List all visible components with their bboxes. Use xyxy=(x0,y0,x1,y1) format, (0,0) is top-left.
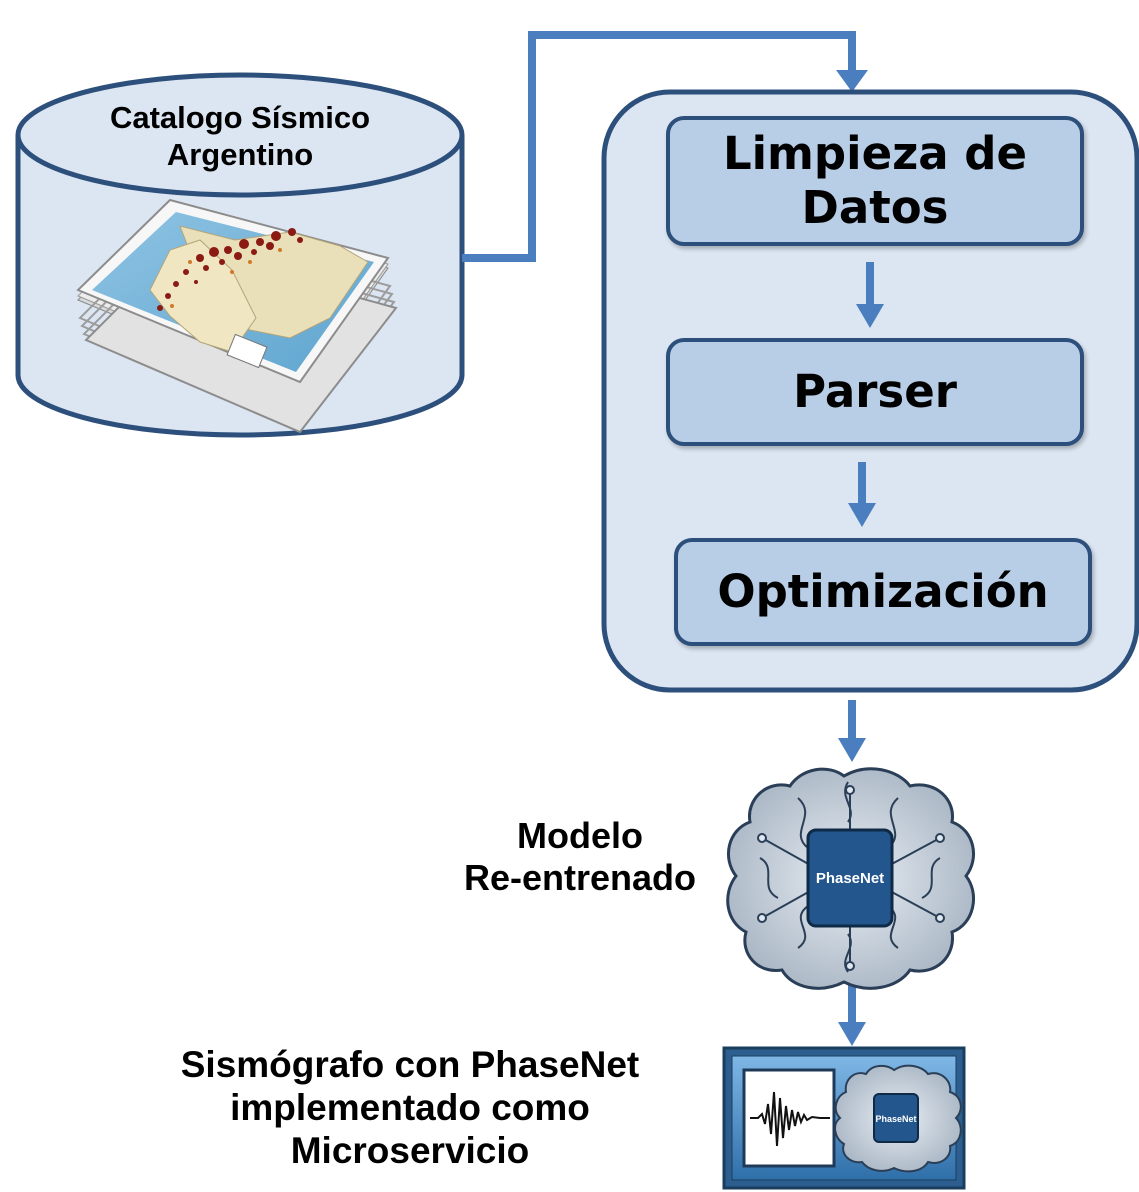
deployment-label: Sismógrafo con PhaseNet implementado com… xyxy=(110,1044,710,1173)
arrow-to-model xyxy=(838,700,866,762)
step-arrow-1 xyxy=(856,262,884,328)
connector-db-to-pipeline xyxy=(462,31,856,262)
step-2-label: Parser xyxy=(793,365,957,418)
waveform-icon xyxy=(750,1091,830,1147)
model-label: Modelo Re-entrenado xyxy=(420,815,740,900)
step-optimizacion: Optimización xyxy=(674,538,1092,646)
step-limpieza-de-datos: Limpieza de Datos xyxy=(666,116,1084,246)
database-label: Catalogo Sísmico Argentino xyxy=(40,100,440,173)
step-1-line2: Datos xyxy=(801,181,949,234)
arrow-to-deployment xyxy=(838,985,866,1046)
arrowhead-into-pipeline xyxy=(836,70,868,92)
database-label-line1: Catalogo Sísmico xyxy=(109,100,371,135)
model-chip-label: PhaseNet xyxy=(816,870,884,887)
seismic-map-stack-icon xyxy=(76,198,398,434)
step-arrow-2 xyxy=(848,462,876,527)
model-label-line2: Re-entrenado xyxy=(463,857,697,899)
deployment-label-line2: implementado como xyxy=(230,1086,590,1128)
step-parser: Parser xyxy=(666,338,1084,446)
seismograph-monitor-icon: PhaseNet xyxy=(722,1046,966,1190)
model-label-line1: Modelo xyxy=(517,815,643,856)
step-3-label: Optimización xyxy=(717,565,1049,618)
phasenet-brain-icon: PhaseNet xyxy=(726,767,975,990)
database-label-line2: Argentino xyxy=(166,136,314,172)
deployment-label-line1: Sismógrafo con PhaseNet xyxy=(180,1044,640,1085)
deployment-chip-label: PhaseNet xyxy=(875,1114,916,1124)
deployment-label-line3: Microservicio xyxy=(290,1129,530,1171)
step-1-line1: Limpieza de xyxy=(722,127,1028,180)
